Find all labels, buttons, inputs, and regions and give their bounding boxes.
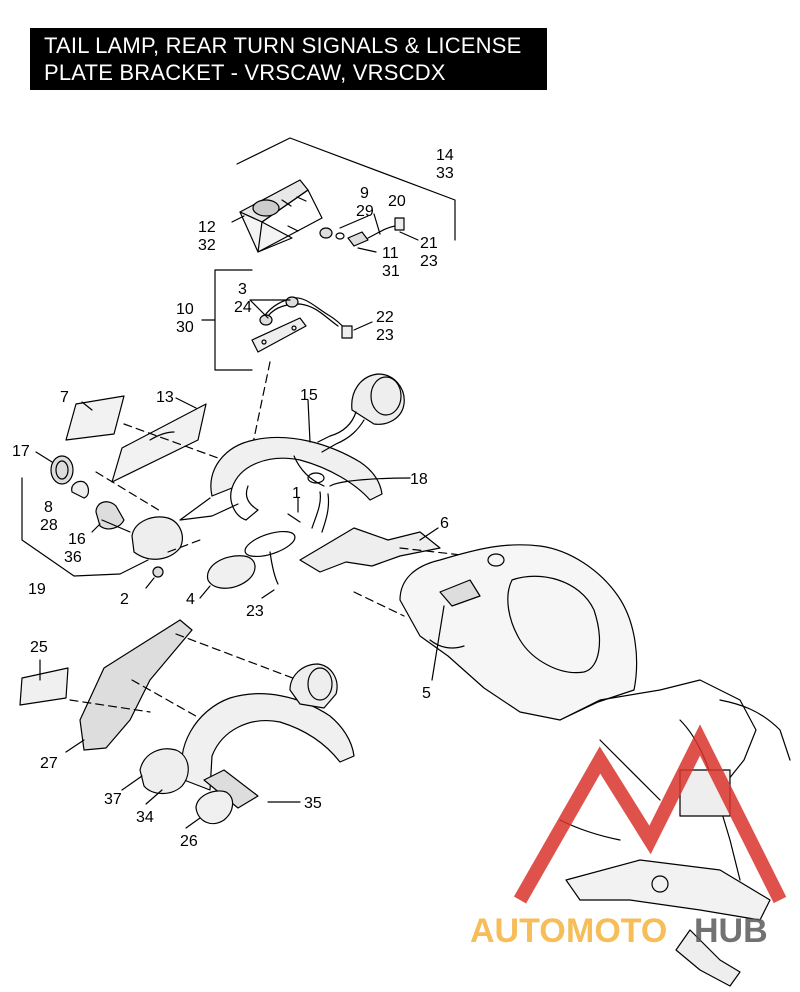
callout-6: 6 bbox=[440, 515, 449, 532]
watermark-moto: MOTO bbox=[566, 912, 667, 950]
callout-25: 25 bbox=[30, 639, 48, 656]
callout-18: 18 bbox=[410, 471, 428, 488]
callout-1: 1 bbox=[292, 485, 301, 502]
tail-lamp-housing bbox=[239, 179, 323, 253]
callout-24: 24 bbox=[234, 299, 252, 316]
callout-19: 19 bbox=[28, 581, 46, 598]
alt-reflector bbox=[195, 790, 234, 825]
callout-28: 28 bbox=[40, 517, 58, 534]
watermark-logo: AUTO MOTO HUB bbox=[470, 724, 787, 950]
callout-37: 37 bbox=[104, 791, 122, 808]
license-plate-bracket bbox=[179, 436, 383, 521]
callout-12: 12 bbox=[198, 219, 216, 236]
watermark-hub: HUB bbox=[694, 912, 768, 950]
rear-lamp-pod bbox=[317, 373, 405, 453]
callout-15: 15 bbox=[300, 387, 318, 404]
callout-5: 5 bbox=[422, 685, 431, 702]
callout-11: 11 bbox=[382, 245, 399, 262]
callout-4: 4 bbox=[186, 591, 195, 608]
callout-9: 9 bbox=[360, 185, 369, 202]
callout-29: 29 bbox=[356, 203, 374, 220]
callout-10: 10 bbox=[176, 301, 194, 318]
rear-fender bbox=[399, 544, 638, 721]
callout-27: 27 bbox=[40, 755, 58, 772]
callout-21: 21 bbox=[420, 235, 438, 252]
callout-20: 20 bbox=[388, 193, 406, 210]
alt-bracket-assembly bbox=[180, 663, 355, 809]
watermark-auto: AUTO bbox=[470, 912, 566, 950]
callout-23c: 23 bbox=[246, 603, 264, 620]
reflector-plate bbox=[111, 403, 207, 483]
license-lens bbox=[65, 395, 125, 441]
callout-17: 17 bbox=[12, 443, 30, 460]
callout-34: 34 bbox=[136, 809, 154, 826]
callout-30: 30 bbox=[176, 319, 194, 336]
rear-reflector bbox=[206, 555, 256, 589]
mount-bracket bbox=[299, 527, 441, 573]
license-plate-blank bbox=[19, 667, 69, 706]
alt-license-bracket bbox=[79, 619, 193, 751]
turn-signal-bulb bbox=[71, 480, 90, 499]
callout-36: 36 bbox=[64, 549, 82, 566]
callout-32: 32 bbox=[198, 237, 216, 254]
callout-16: 16 bbox=[68, 531, 86, 548]
callout-2: 2 bbox=[120, 591, 129, 608]
turn-signal-ring bbox=[50, 455, 74, 485]
callout-35: 35 bbox=[304, 795, 322, 812]
group-bracket-19 bbox=[21, 477, 149, 577]
callout-8: 8 bbox=[44, 499, 53, 516]
callout-3: 3 bbox=[238, 281, 247, 298]
diagram-title: TAIL LAMP, REAR TURN SIGNALS & LICENSE P… bbox=[30, 28, 547, 90]
turn-signal-nut bbox=[152, 566, 164, 578]
callout-7: 7 bbox=[60, 389, 69, 406]
callout-33: 33 bbox=[436, 165, 454, 182]
callout-14: 14 bbox=[436, 147, 454, 164]
callout-22: 22 bbox=[376, 309, 394, 326]
callout-26: 26 bbox=[180, 833, 198, 850]
turn-signal-housing bbox=[95, 501, 125, 530]
callout-23b: 23 bbox=[376, 327, 394, 344]
title-line-2: PLATE BRACKET - VRSCAW, VRSCDX bbox=[44, 60, 446, 85]
tail-lamp-socket-harness bbox=[347, 217, 405, 247]
tail-lamp-bulb bbox=[319, 227, 345, 240]
group-bracket-14 bbox=[236, 137, 456, 241]
callout-23a: 23 bbox=[420, 253, 438, 270]
harness-plate bbox=[251, 296, 353, 353]
alt-turn-signal-lens bbox=[139, 748, 189, 795]
title-line-1: TAIL LAMP, REAR TURN SIGNALS & LICENSE bbox=[44, 33, 522, 58]
callout-31: 31 bbox=[382, 263, 400, 280]
callout-13: 13 bbox=[156, 389, 174, 406]
turn-signal-lens bbox=[131, 516, 183, 560]
